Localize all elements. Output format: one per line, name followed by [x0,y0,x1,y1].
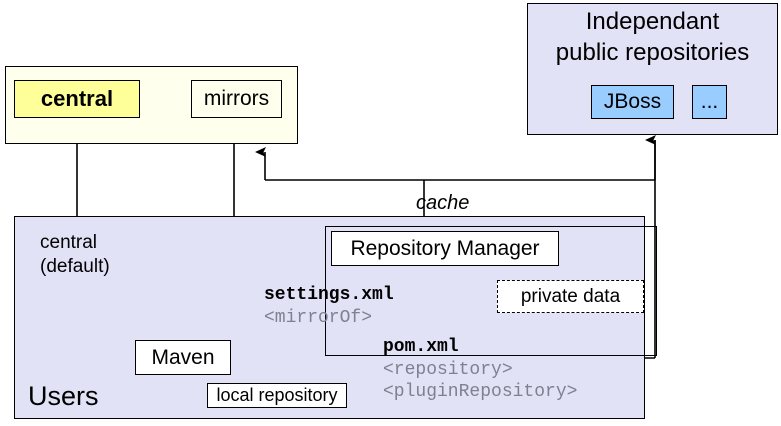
pom-xml-label: pom.xml [383,337,459,357]
users-group-label: Users [28,381,99,411]
cache-edge-label: cache [416,192,470,214]
central-repository-box[interactable]: central [14,80,140,118]
repository-manager-box[interactable]: Repository Manager [331,231,559,266]
independent-public-repositories-title: Independant public repositories [555,8,750,66]
settings-xml-label: settings.xml [264,285,394,305]
mirrors-box[interactable]: mirrors [191,80,282,118]
plugin-repository-tag-label: <pluginRepository> [383,382,578,402]
maven-box[interactable]: Maven [135,340,231,375]
central-default-label: central (default) [40,232,110,277]
jboss-repository-box[interactable]: JBoss [591,85,674,119]
private-data-box[interactable]: private data [497,280,644,313]
repository-manager-region [325,226,657,356]
mirror-of-tag-label: <mirrorOf> [264,308,373,328]
local-repository-box[interactable]: local repository [207,383,347,408]
more-repositories-box[interactable]: ... [692,85,727,119]
repository-tag-label: <repository> [383,360,513,380]
